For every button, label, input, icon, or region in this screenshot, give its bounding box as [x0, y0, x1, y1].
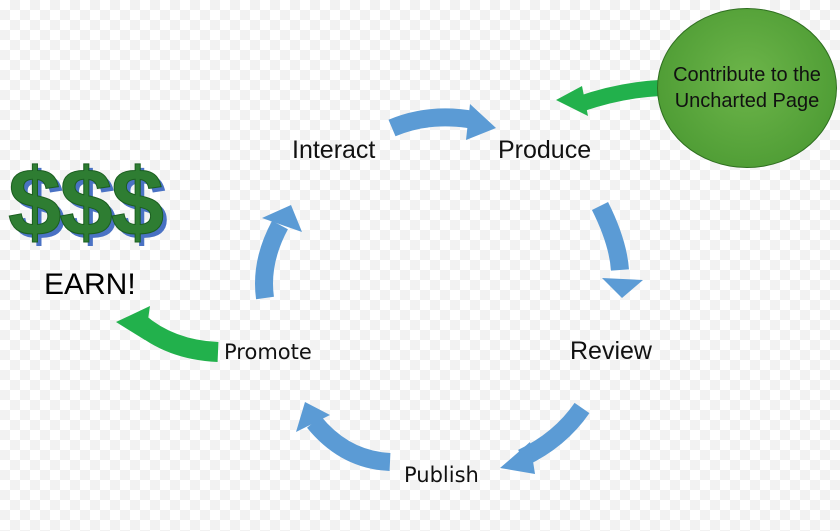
node-review: Review: [570, 337, 652, 365]
node-publish: Publish: [404, 463, 479, 487]
arrow-bubble-to-produce: [556, 80, 661, 116]
arrow-publish-to-promote: [296, 402, 391, 471]
contribute-bubble: Contribute to the Uncharted Page: [657, 8, 837, 168]
arrow-promote-to-earn: [116, 306, 219, 362]
bubble-text: Contribute to the Uncharted Page: [673, 64, 821, 112]
arrow-produce-to-review: [591, 201, 643, 298]
dollar-signs: $$$: [7, 149, 164, 257]
node-produce: Produce: [498, 136, 592, 164]
earn-label: EARN!: [44, 268, 136, 301]
arrow-interact-to-produce: [388, 104, 496, 140]
arrow-promote-to-interact: [255, 205, 302, 300]
node-promote: Promote: [224, 340, 312, 364]
node-interact: Interact: [292, 136, 376, 164]
arrow-review-to-publish: [500, 402, 590, 474]
